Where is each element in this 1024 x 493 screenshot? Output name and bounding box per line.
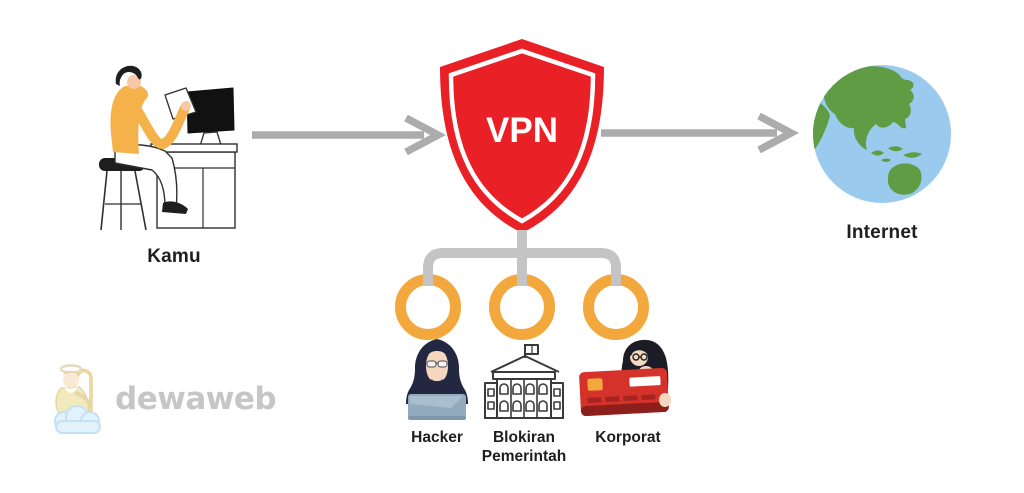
ring-left-icon (395, 274, 461, 340)
dewaweb-wordmark: dewaweb (115, 381, 277, 417)
threat-hacker: Hacker (393, 338, 481, 447)
person-at-desk-icon (99, 65, 238, 231)
ring-right-icon (583, 274, 649, 340)
dewaweb-logo: dewaweb (50, 363, 277, 435)
ring-center-icon (489, 274, 555, 340)
corporate-credit-card-icon (579, 339, 671, 417)
arrow-user-to-vpn-icon (252, 114, 446, 156)
threat-corporate: Korporat (576, 338, 680, 447)
vpn-shield-icon: VPN (440, 39, 604, 233)
vpn-shield-label: VPN (486, 111, 558, 150)
dewaweb-mascot-icon (54, 364, 101, 434)
user-node-label: Kamu (147, 246, 201, 267)
connector-tree (395, 230, 649, 340)
connector-lines (423, 230, 621, 286)
threat-government-block: Blokiran Pemerintah (476, 338, 572, 466)
internet-node-label: Internet (846, 222, 918, 243)
globe-icon (813, 65, 951, 203)
hacker-icon (406, 339, 468, 420)
threat-corporate-label: Korporat (595, 429, 661, 446)
threat-hacker-label: Hacker (411, 429, 463, 446)
arrow-vpn-to-internet-icon (601, 112, 799, 154)
threat-government-label: Blokiran Pemerintah (481, 429, 567, 465)
government-building-icon (484, 344, 564, 419)
